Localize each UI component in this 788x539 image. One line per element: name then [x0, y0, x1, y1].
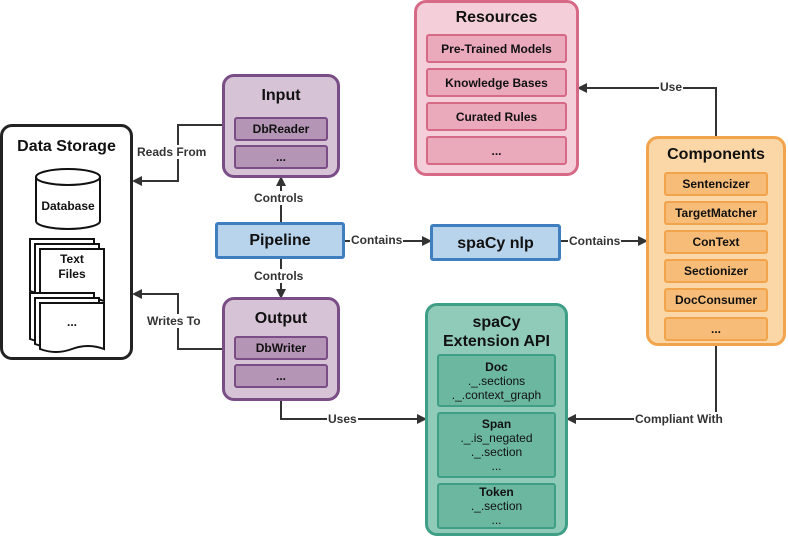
components-node: Components Sentencizer TargetMatcher Con… — [646, 136, 786, 346]
more-files-label: ... — [66, 315, 77, 329]
edge-label-contains-nlp: Contains — [350, 233, 404, 247]
more-files-icon — [29, 292, 105, 353]
pipeline-title: Pipeline — [249, 232, 311, 249]
edge-label-controls-input: Controls — [253, 191, 305, 205]
components-item-more: ... — [664, 317, 768, 341]
resources-node: Resources Pre-Trained Models Knowledge B… — [414, 0, 579, 176]
components-item-context: ConText — [664, 230, 768, 254]
extension-api-title: spaCy Extension API — [443, 314, 550, 350]
extension-api-node: spaCy Extension API Doc ._.sections ._.c… — [425, 303, 568, 536]
output-node: Output DbWriter ... — [222, 297, 340, 401]
edge-label-uses: Uses — [327, 412, 358, 426]
database-icon — [35, 168, 101, 230]
input-item-more: ... — [234, 145, 328, 169]
extension-api-token: Token ._.section ... — [437, 483, 556, 529]
input-title: Input — [261, 87, 301, 104]
input-item-dbreader: DbReader — [234, 117, 328, 141]
components-title: Components — [667, 146, 765, 163]
text-files-label: Text Files — [58, 252, 86, 281]
extension-api-span: Span ._.is_negated ._.section ... — [437, 412, 556, 478]
data-storage-title: Data Storage — [17, 138, 116, 155]
token-line-more: ... — [491, 513, 502, 527]
token-head: Token — [479, 485, 514, 499]
resources-title: Resources — [455, 9, 538, 26]
components-item-sectionizer: Sectionizer — [664, 259, 768, 283]
extension-api-doc: Doc ._.sections ._.context_graph — [437, 354, 556, 407]
edge-label-use: Use — [659, 80, 684, 94]
doc-head: Doc — [485, 359, 508, 374]
span-head: Span — [481, 417, 512, 431]
components-item-targetmatcher: TargetMatcher — [664, 201, 768, 225]
database-label: Database — [41, 199, 95, 213]
edge-label-reads-from: Reads From — [136, 145, 208, 159]
edge-label-contains-components: Contains — [568, 234, 622, 248]
components-item-docconsumer: DocConsumer — [664, 288, 768, 312]
resources-item-more: ... — [426, 136, 567, 165]
span-line-more: ... — [491, 459, 502, 473]
spacy-nlp-title: spaCy nlp — [457, 235, 534, 252]
span-line-is-negated: ._.is_negated — [460, 431, 533, 445]
doc-line-context-graph: ._.context_graph — [451, 387, 542, 402]
data-storage-node: Data Storage Database Text Files ... — [0, 124, 133, 360]
edge-compliant-with — [566, 346, 717, 424]
edge-uses — [280, 399, 427, 424]
components-item-sentencizer: Sentencizer — [664, 172, 768, 196]
output-title: Output — [254, 310, 308, 327]
doc-line-sections: ._.sections — [467, 373, 526, 388]
resources-item-pretrained-models: Pre-Trained Models — [426, 34, 567, 63]
text-files-icon — [29, 238, 105, 305]
edge-label-controls-output: Controls — [253, 269, 305, 283]
edge-label-compliant-with: Compliant With — [634, 412, 724, 426]
edge-label-writes-to: Writes To — [146, 314, 202, 328]
pipeline-node: Pipeline — [215, 222, 345, 259]
edge-use — [577, 83, 717, 136]
resources-item-curated-rules: Curated Rules — [426, 102, 567, 131]
input-node: Input DbReader ... — [222, 74, 340, 178]
output-item-more: ... — [234, 364, 328, 388]
storage-icons — [29, 168, 105, 353]
resources-item-knowledge-bases: Knowledge Bases — [426, 68, 567, 97]
output-item-dbwriter: DbWriter — [234, 336, 328, 360]
spacy-nlp-node: spaCy nlp — [430, 224, 561, 261]
token-line-section: ._.section — [470, 499, 523, 513]
span-line-section: ._.section — [470, 445, 523, 459]
